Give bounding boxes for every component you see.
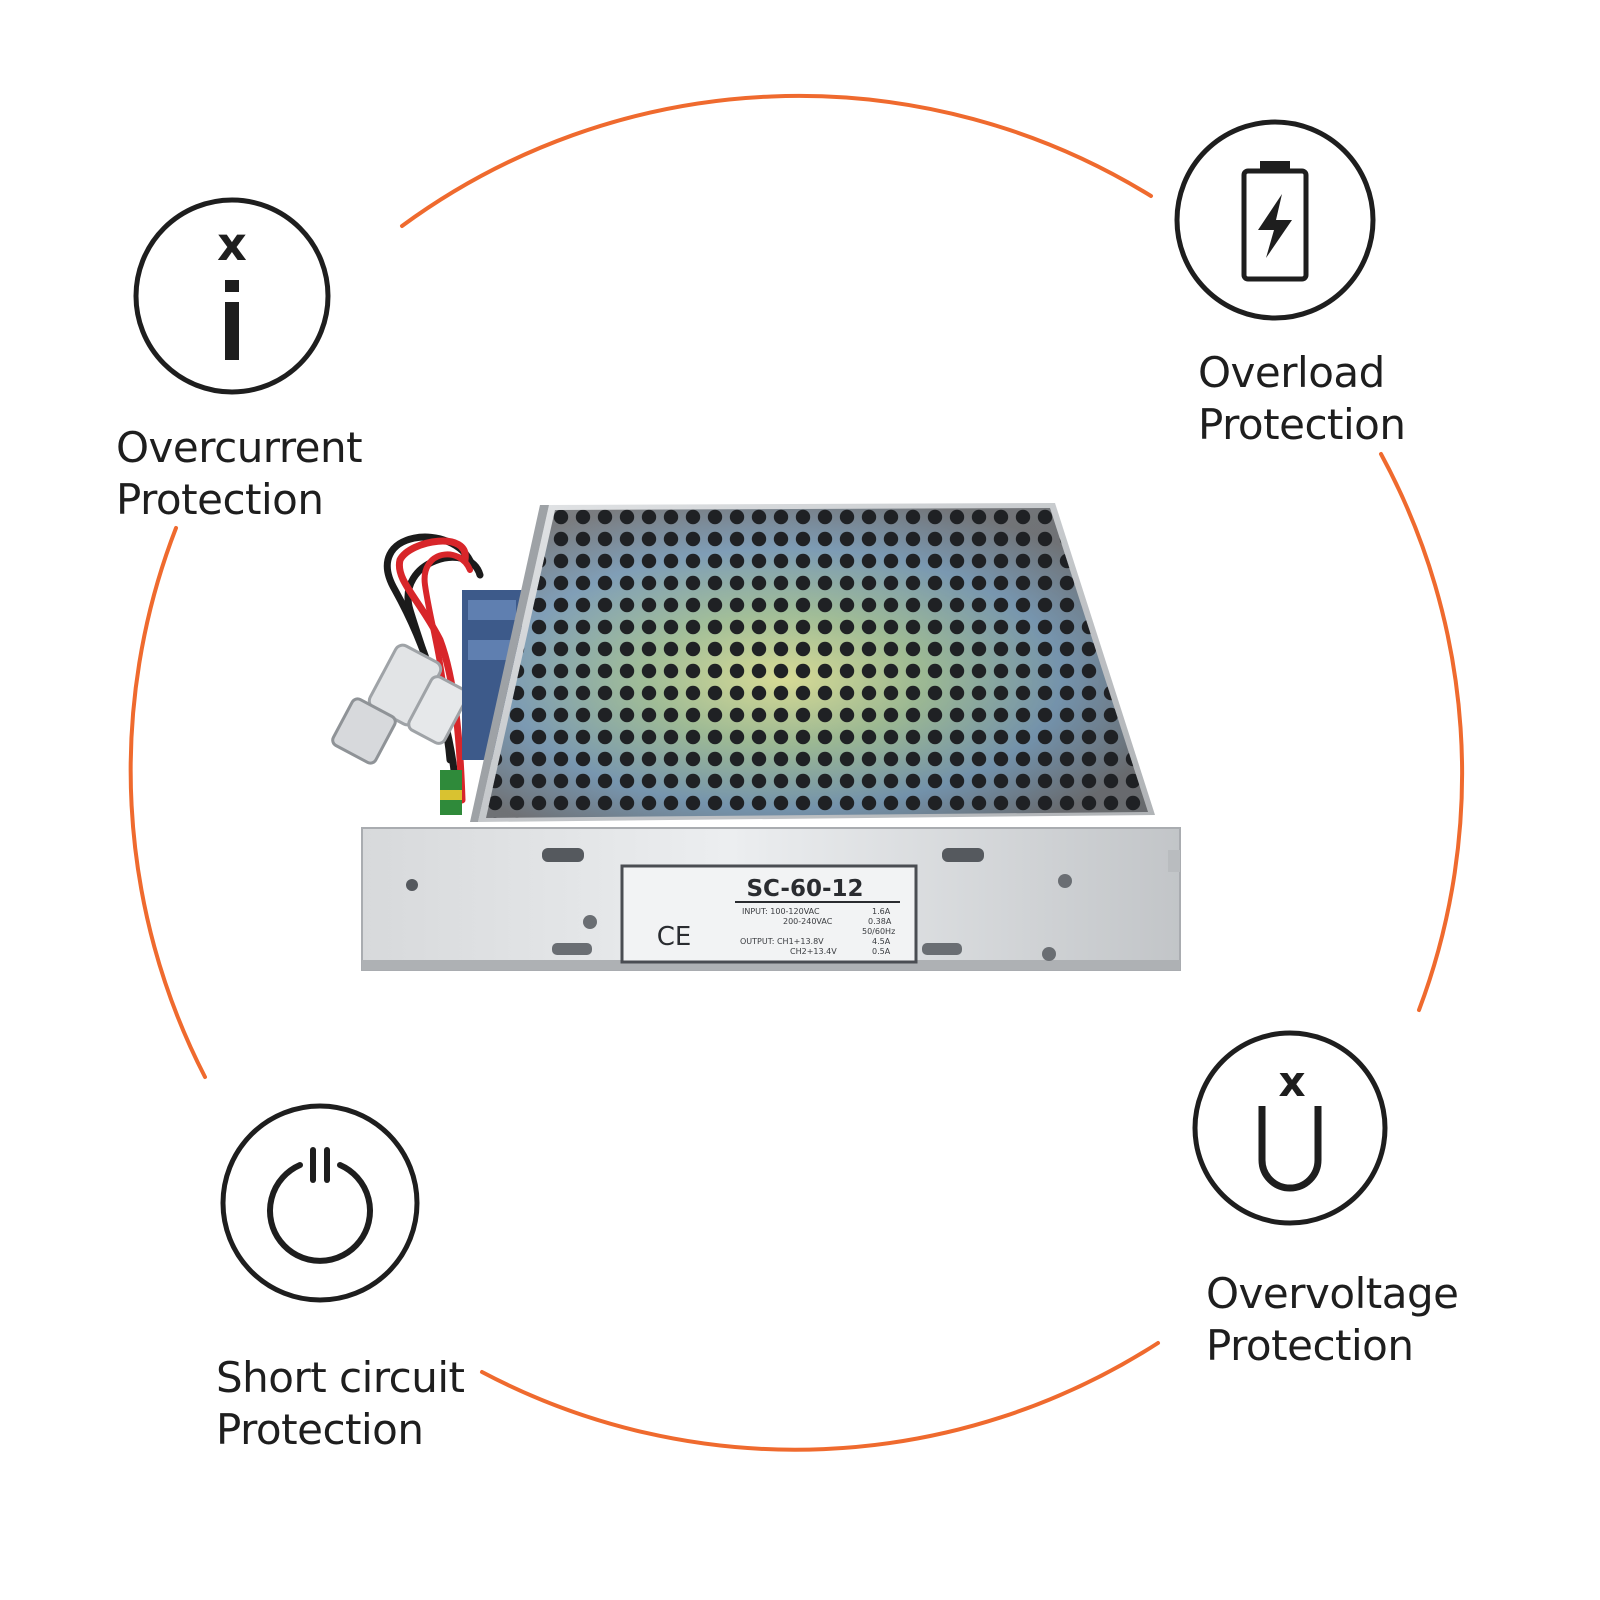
- overcurrent-label-line1: Overcurrent: [116, 423, 363, 472]
- battery-bolt-icon: [1174, 119, 1376, 321]
- overvoltage-label-line1: Overvoltage: [1206, 1269, 1459, 1318]
- orange-ring: [128, 93, 1465, 1452]
- overcurrent-protection-label: Overcurrent Protection: [116, 422, 363, 526]
- spec-line-3-right: 50/60Hz: [862, 927, 895, 936]
- spec-line-5-right: 0.5A: [872, 947, 891, 956]
- short-circuit-protection-label: Short circuit Protection: [216, 1352, 465, 1456]
- spec-ce-mark: CE: [657, 922, 692, 952]
- overvoltage-label-line2: Protection: [1206, 1321, 1414, 1370]
- overload-protection-label: Overload Protection: [1198, 347, 1406, 451]
- spec-line-2-right: 0.38A: [868, 917, 892, 926]
- short-circuit-label-line2: Protection: [216, 1405, 424, 1454]
- overvoltage-icon-x: x: [1278, 1057, 1305, 1106]
- spade-connectors: [331, 643, 469, 765]
- spec-line-1-right: 1.6A: [872, 907, 891, 916]
- overcurrent-icon: x: [133, 197, 331, 395]
- short-circuit-label-line1: Short circuit: [216, 1353, 465, 1402]
- ring-arc-left: [128, 526, 207, 1079]
- power-icon: [220, 1103, 420, 1303]
- overload-label-line1: Overload: [1198, 348, 1385, 397]
- ring-arc-top: [400, 93, 1153, 228]
- overcurrent-icon-x: x: [217, 217, 247, 271]
- overvoltage-protection-label: Overvoltage Protection: [1206, 1268, 1459, 1372]
- overcurrent-label-line2: Protection: [116, 475, 324, 524]
- spec-label: [620, 864, 918, 964]
- overvoltage-icon: x: [1192, 1030, 1388, 1226]
- spec-line-4-left: OUTPUT: CH1+13.8V: [740, 937, 824, 946]
- spec-line-5-left: CH2+13.4V: [790, 947, 837, 956]
- power-supply-photo: SC-60-12 CE INPUT: 100-120VAC 1.6A 200-2…: [331, 503, 1181, 971]
- ring-arc-bottom: [480, 1341, 1160, 1452]
- spec-line-1-left: INPUT: 100-120VAC: [742, 907, 820, 916]
- spec-line-4-right: 4.5A: [872, 937, 891, 946]
- overload-label-line2: Protection: [1198, 400, 1406, 449]
- spec-line-2-left: 200-240VAC: [783, 917, 833, 926]
- ring-arc-right: [1379, 452, 1465, 1012]
- spec-model: SC-60-12: [746, 876, 863, 902]
